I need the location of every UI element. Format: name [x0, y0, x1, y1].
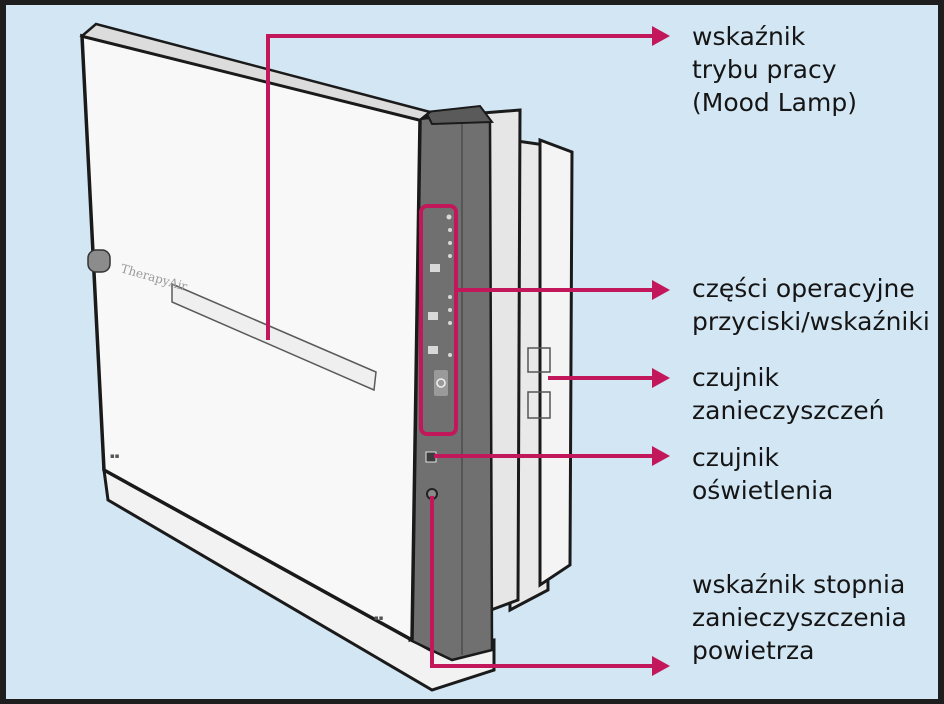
panel-button — [428, 346, 438, 354]
callout-label-operating-parts: części operacyjne przyciski/wskaźniki — [692, 272, 930, 338]
callout-line: zanieczyszczeń — [692, 396, 885, 425]
side-grip — [87, 249, 111, 273]
power-icon — [436, 378, 446, 388]
callout-label-pollution-level: wskaźnik stopnia zanieczyszczenia powiet… — [692, 568, 907, 667]
corner-mark: ▪▪ — [110, 452, 120, 460]
side-vent-lower — [527, 391, 551, 419]
leader-pollution-level — [430, 496, 656, 668]
callout-line: części operacyjne — [692, 274, 915, 303]
panel-button — [428, 312, 438, 320]
front-panel-top-edge — [79, 22, 433, 122]
callout-lines — [266, 34, 656, 668]
indicator-led — [448, 353, 452, 357]
indicator-led — [448, 228, 452, 232]
indicator-led — [446, 214, 452, 220]
leader-mood-lamp — [266, 34, 656, 340]
side-vent-upper — [527, 347, 551, 373]
callout-line: zanieczyszczenia — [692, 603, 907, 632]
arrowhead-icon — [652, 280, 670, 300]
indicator-led — [448, 241, 452, 245]
callout-line: wskaźnik — [692, 22, 806, 51]
callout-line: oświetlenia — [692, 476, 834, 505]
arrowhead-icon — [652, 368, 670, 388]
callout-line: (Mood Lamp) — [692, 88, 857, 117]
panel-button — [430, 264, 440, 272]
panel-controls — [425, 214, 452, 500]
callout-arrowheads — [652, 26, 670, 676]
callout-label-pollution-sensor: czujnik zanieczyszczeń — [692, 361, 885, 427]
callout-line: powietrza — [692, 636, 815, 665]
power-button — [434, 370, 448, 396]
callout-line: wskaźnik stopnia — [692, 570, 906, 599]
callout-line: czujnik — [692, 443, 779, 472]
indicator-led — [448, 254, 452, 258]
arrowhead-icon — [652, 656, 670, 676]
rear-side-panel — [538, 137, 574, 588]
corner-mark: ▪▪ — [374, 614, 384, 622]
callout-line: trybu pracy — [692, 55, 837, 84]
callout-label-mood-lamp: wskaźnik trybu pracy (Mood Lamp) — [692, 20, 857, 119]
controls-highlight-box — [419, 204, 458, 436]
arrowhead-icon — [652, 26, 670, 46]
control-panel-top — [424, 104, 494, 126]
indicator-led — [448, 295, 452, 299]
indicator-led — [448, 321, 452, 325]
front-slot — [171, 282, 377, 392]
callout-line: przyciski/wskaźniki — [692, 307, 930, 336]
callout-line: czujnik — [692, 363, 779, 392]
callout-label-light-sensor: czujnik oświetlenia — [692, 441, 833, 507]
indicator-led — [448, 308, 452, 312]
arrowhead-icon — [652, 446, 670, 466]
